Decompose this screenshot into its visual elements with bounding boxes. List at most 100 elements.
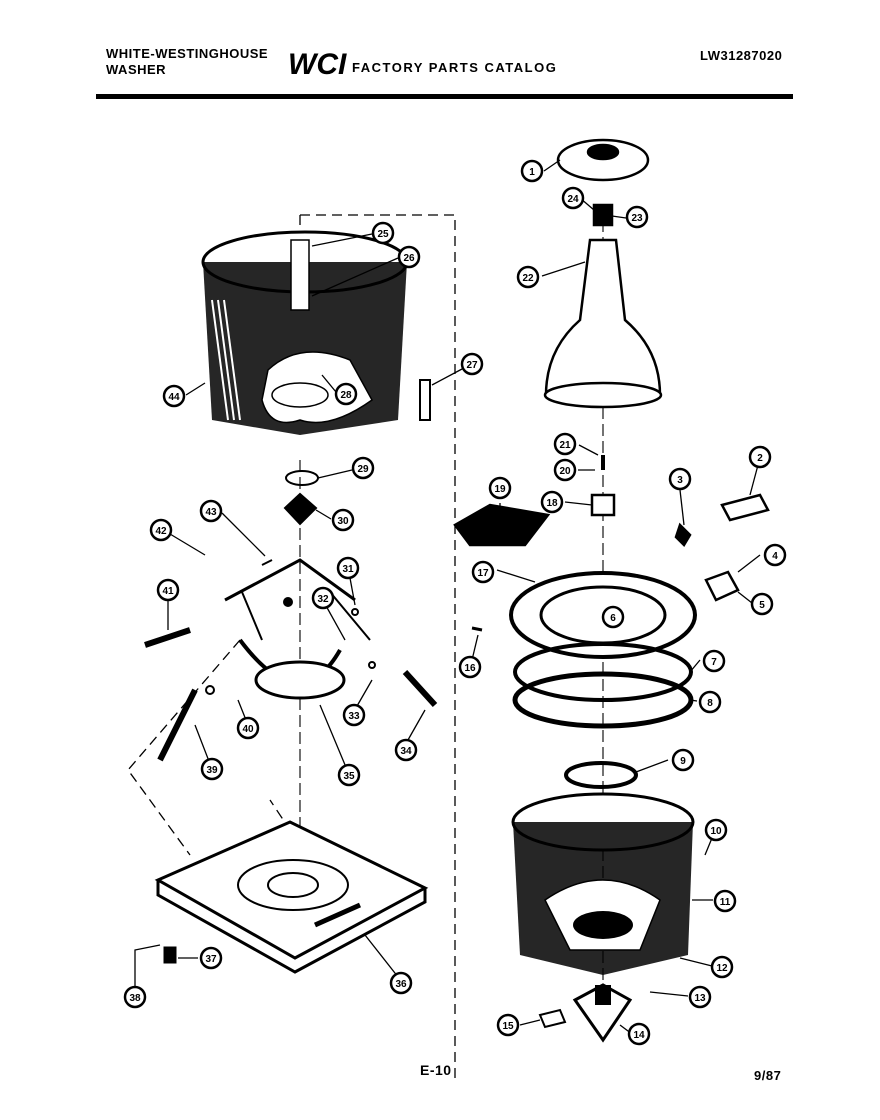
callout-number: 11	[720, 897, 731, 908]
callout-number: 5	[759, 600, 765, 611]
callout-number: 32	[317, 594, 329, 605]
callout-number: 42	[155, 526, 167, 537]
callout-33: 33	[342, 703, 366, 727]
callout-number: 29	[357, 464, 369, 475]
inner-tub-part	[511, 792, 695, 1043]
callout-number: 6	[610, 613, 616, 624]
callout-11: 11	[713, 889, 737, 913]
callout-44: 44	[162, 384, 186, 408]
callout-6: 6	[601, 605, 625, 629]
callout-4: 4	[763, 543, 787, 567]
callout-number: 2	[757, 453, 763, 464]
callout-number: 36	[395, 979, 407, 990]
callout-number: 16	[464, 663, 476, 674]
callout-17: 17	[471, 560, 495, 584]
callout-7: 7	[702, 649, 726, 673]
callout-27: 27	[460, 352, 484, 376]
callout-number: 41	[162, 586, 174, 597]
callout-number: 38	[129, 993, 141, 1004]
callout-number: 39	[206, 765, 218, 776]
callout-18: 18	[540, 490, 564, 514]
header-rule	[96, 94, 793, 99]
catalog-title: FACTORY PARTS CATALOG	[352, 60, 558, 75]
callout-31: 31	[336, 556, 360, 580]
callout-number: 33	[348, 711, 360, 722]
callout-40: 40	[236, 716, 260, 740]
brand-line-2: WASHER	[106, 62, 167, 77]
callout-number: 14	[633, 1030, 645, 1041]
callout-2: 2	[748, 445, 772, 469]
outer-tub-part	[201, 230, 409, 435]
callout-number: 7	[711, 657, 717, 668]
callout-24: 24	[561, 186, 585, 210]
svg-text:WCI: WCI	[288, 48, 347, 80]
callout-number: 17	[477, 568, 489, 579]
left-small-parts	[144, 379, 438, 762]
callout-number: 12	[716, 963, 728, 974]
callout-number: 9	[680, 756, 686, 767]
callout-29: 29	[351, 456, 375, 480]
model-number: LW31287020	[700, 48, 783, 63]
callout-8: 8	[698, 690, 722, 714]
date-code: 9/87	[754, 1068, 782, 1083]
callout-5: 5	[750, 592, 774, 616]
callout-16: 16	[458, 655, 482, 679]
callout-1: 1	[520, 159, 544, 183]
callout-number: 18	[546, 498, 558, 509]
callout-34: 34	[394, 738, 418, 762]
callout-42: 42	[149, 518, 173, 542]
callout-number: 24	[567, 194, 579, 205]
callout-number: 31	[342, 564, 354, 575]
callout-number: 13	[694, 993, 706, 1004]
callout-number: 44	[168, 392, 180, 403]
callout-number: 35	[343, 771, 355, 782]
callout-number: 19	[494, 484, 506, 495]
agitator-part	[453, 138, 770, 789]
callout-22: 22	[516, 265, 540, 289]
callout-number: 23	[631, 213, 643, 224]
callout-23: 23	[625, 205, 649, 229]
callout-number: 1	[529, 167, 535, 178]
callout-26: 26	[397, 245, 421, 269]
brand-line-1: WHITE-WESTINGHOUSE	[106, 46, 269, 61]
callout-number: 37	[205, 954, 217, 965]
callout-32: 32	[311, 586, 335, 610]
callout-number: 30	[337, 516, 349, 527]
callout-number: 26	[403, 253, 415, 264]
callout-3: 3	[668, 467, 692, 491]
callout-number: 34	[400, 746, 412, 757]
page-number: E-10	[420, 1062, 452, 1078]
callout-41: 41	[156, 578, 180, 602]
callout-number: 43	[205, 507, 217, 518]
callout-number: 40	[242, 724, 254, 735]
callout-9: 9	[671, 748, 695, 772]
wci-logo: WCI	[288, 48, 347, 80]
base-part	[154, 820, 429, 974]
callout-35: 35	[337, 763, 361, 787]
callout-number: 28	[340, 390, 352, 401]
callout-20: 20	[553, 458, 577, 482]
callout-layer: 1242322212019181716324567891011121314152…	[123, 159, 787, 1046]
callout-number: 3	[677, 475, 683, 486]
callout-number: 10	[710, 826, 722, 837]
callout-19: 19	[488, 476, 512, 500]
callout-number: 27	[466, 360, 478, 371]
callout-15: 15	[496, 1013, 520, 1037]
callout-number: 21	[559, 440, 571, 451]
callout-number: 22	[522, 273, 534, 284]
callout-39: 39	[200, 757, 224, 781]
callout-number: 20	[559, 466, 571, 477]
callout-30: 30	[331, 508, 355, 532]
callout-36: 36	[389, 971, 413, 995]
callout-14: 14	[627, 1022, 651, 1046]
callout-37: 37	[199, 946, 223, 970]
callout-43: 43	[199, 499, 223, 523]
callout-number: 15	[502, 1021, 514, 1032]
callout-number: 25	[377, 229, 389, 240]
callout-13: 13	[688, 985, 712, 1009]
callout-12: 12	[710, 955, 734, 979]
callout-28: 28	[334, 382, 358, 406]
callout-number: 8	[707, 698, 713, 709]
callout-10: 10	[704, 818, 728, 842]
